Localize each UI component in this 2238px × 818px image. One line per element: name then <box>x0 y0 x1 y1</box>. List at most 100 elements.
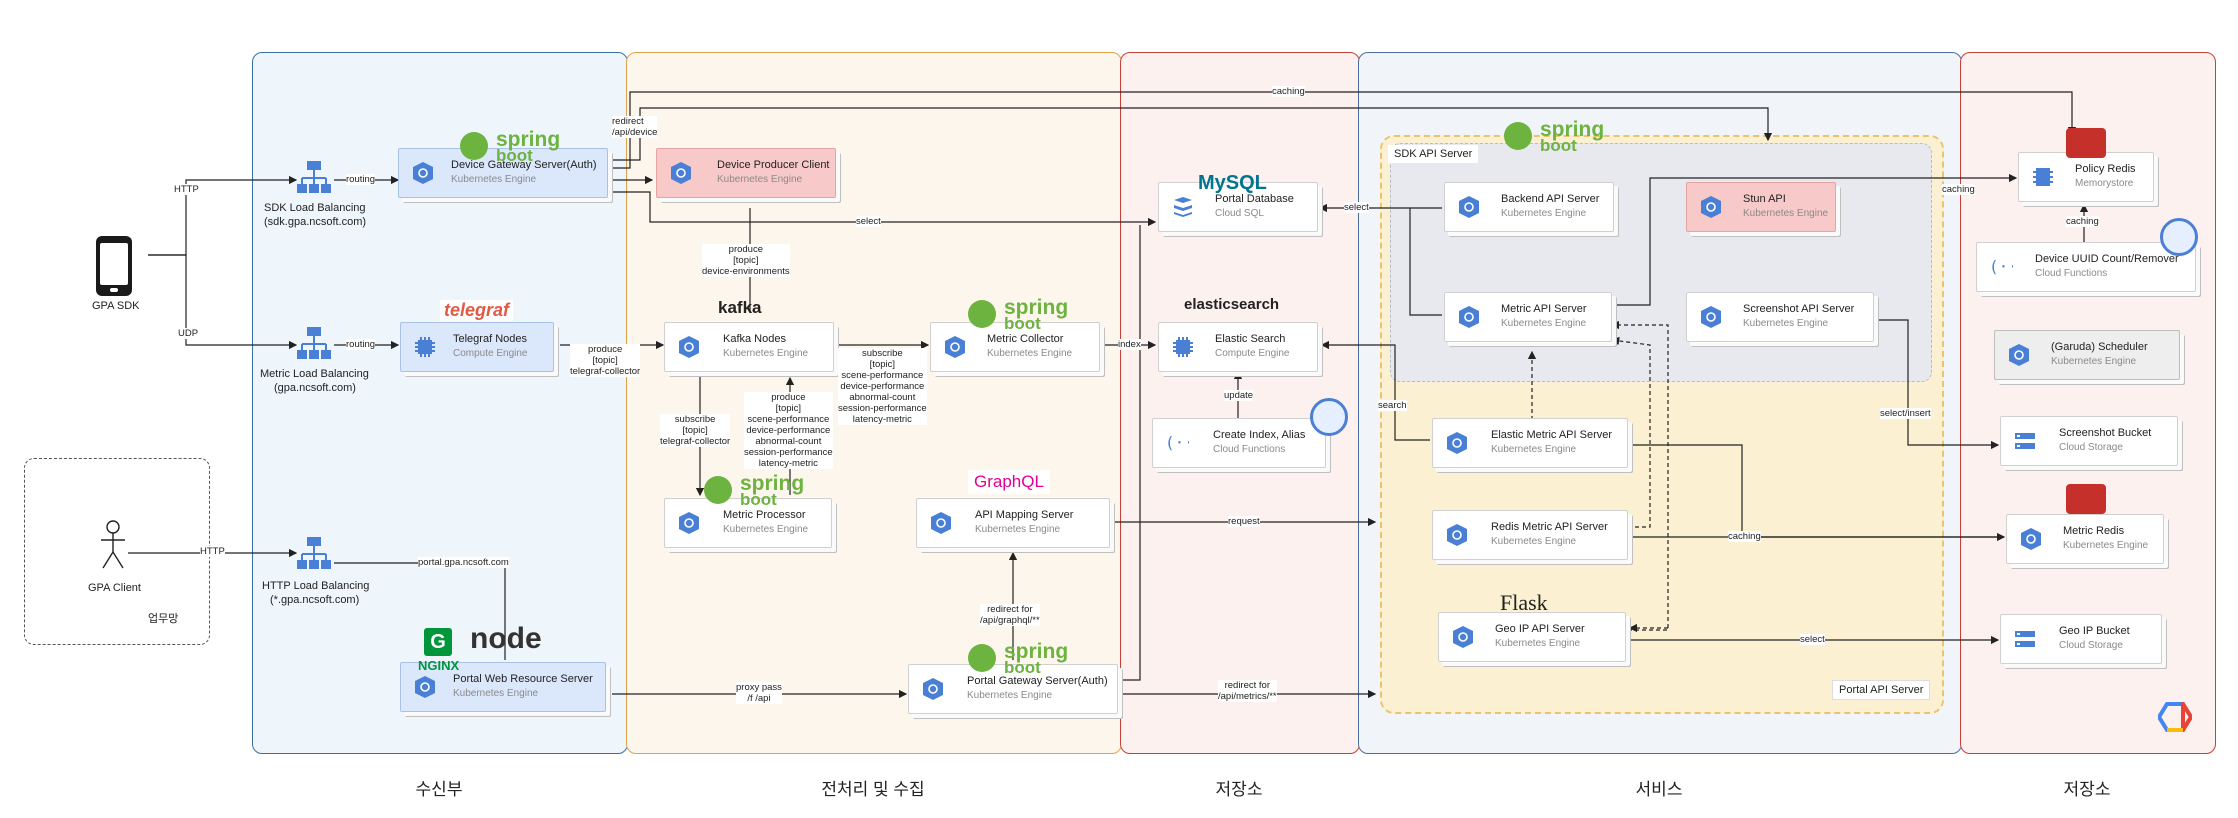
edge-label-search: search <box>1378 400 1407 411</box>
gpa-client-label: GPA Client <box>88 582 141 594</box>
node-subtitle: Kubernetes Engine <box>2051 356 2137 367</box>
gcp-logo-icon <box>2158 702 2192 732</box>
spring-text: spring <box>1004 296 1069 319</box>
node-telegraf[interactable]: Telegraf Nodes Compute Engine <box>400 322 554 372</box>
node-api-mapping[interactable]: API Mapping Server Kubernetes Engine <box>916 498 1110 548</box>
cloud-functions-icon: (··) <box>1989 257 2013 276</box>
node-portal-database[interactable]: Portal Database Cloud SQL <box>1158 182 1318 232</box>
node-subtitle: Kubernetes Engine <box>1743 208 1829 219</box>
node-title: Device Gateway Server(Auth) <box>451 159 597 171</box>
node-title: Portal Database <box>1215 193 1294 205</box>
node-screenshot-api[interactable]: Screenshot API Server Kubernetes Engine <box>1686 292 1874 342</box>
spring-power-icon <box>704 476 732 504</box>
line: redirect for <box>987 604 1033 615</box>
node-device-gateway[interactable]: Device Gateway Server(Auth) Kubernetes E… <box>398 148 608 198</box>
node-title: Elastic Metric API Server <box>1491 429 1613 441</box>
edge-label-proxy-pass: proxy pass /f /api <box>736 682 782 704</box>
node-title: Backend API Server <box>1501 193 1600 205</box>
node-title: Stun API <box>1743 193 1786 205</box>
line: [topic] <box>592 355 618 366</box>
line: [topic] <box>775 403 802 414</box>
business-network-label: 업무망 <box>148 613 179 625</box>
cloud-functions-badge-icon <box>1310 398 1348 436</box>
edge-label-udp: UDP <box>178 328 199 339</box>
line: abnormal-count <box>849 392 916 403</box>
node-subtitle: Kubernetes Engine <box>987 348 1073 359</box>
sdk-lb-domain: (sdk.gpa.ncsoft.com) <box>264 216 367 228</box>
kubernetes-icon <box>671 162 691 184</box>
node-title: Telegraf Nodes <box>453 333 527 345</box>
edge-dashed-geo-metric <box>1610 320 1669 631</box>
cloud-functions-icon: (··) <box>1165 433 1189 452</box>
line: [topic] <box>733 255 759 266</box>
zone-label-service: 서비스 <box>1635 780 1683 799</box>
kubernetes-icon <box>679 512 699 534</box>
node-policy-redis[interactable]: Policy Redis Memorystore <box>2018 152 2154 202</box>
portal-api-server-label: Portal API Server <box>1832 680 1931 700</box>
line: /f /api <box>747 693 771 704</box>
node-subtitle: Compute Engine <box>453 348 528 359</box>
node-subtitle: Compute Engine <box>1215 348 1290 359</box>
elasticsearch-logo: elasticsearch <box>1184 296 1280 313</box>
line: device-performance <box>746 425 831 436</box>
sdk-load-balancer <box>294 158 334 198</box>
edge-label-caching-top: caching <box>1272 86 1305 97</box>
node-portal-gateway[interactable]: Portal Gateway Server(Auth) Kubernetes E… <box>908 664 1118 714</box>
node-screenshot-bucket[interactable]: Screenshot Bucket Cloud Storage <box>2000 416 2178 466</box>
node-kafka[interactable]: Kafka Nodes Kubernetes Engine <box>664 322 834 372</box>
node-subtitle: Kubernetes Engine <box>453 688 539 699</box>
node-stun-api[interactable]: Stun API Kubernetes Engine <box>1686 182 1836 232</box>
node-subtitle: Kubernetes Engine <box>1743 318 1829 329</box>
node-metric-api[interactable]: Metric API Server Kubernetes Engine <box>1444 292 1612 342</box>
edge-gateway-stun <box>610 107 1773 161</box>
node-title: Elastic Search <box>1215 333 1286 345</box>
node-title: Policy Redis <box>2075 163 2136 175</box>
boot-text: boot <box>740 490 777 509</box>
edge-label-produce-metrics: produce [topic] scene-performance device… <box>744 392 833 469</box>
compute-engine-icon <box>1173 337 1193 357</box>
edge-label-caching-right: caching <box>1942 184 1975 195</box>
svg-text:(··): (··) <box>1165 433 1189 452</box>
node-title: Geo IP Bucket <box>2059 625 2130 637</box>
node-metric-redis[interactable]: Metric Redis Kubernetes Engine <box>2006 514 2164 564</box>
edge-elasticmetric-search <box>1320 340 1430 441</box>
boot-text: boot <box>1004 658 1041 677</box>
redis-icon <box>2066 484 2106 514</box>
node-device-uuid[interactable]: (··) Device UUID Count/Remover Cloud Fun… <box>1976 242 2196 292</box>
redis-icon <box>2066 128 2106 158</box>
edge-gateway-db <box>610 191 1157 227</box>
node-subtitle: Kubernetes Engine <box>975 524 1061 535</box>
node-portal-web[interactable]: Portal Web Resource Server Kubernetes En… <box>400 662 606 712</box>
node-subtitle: Kubernetes Engine <box>2063 540 2149 551</box>
node-garuda-scheduler[interactable]: (Garuda) Scheduler Kubernetes Engine <box>1994 330 2180 380</box>
edge-metricapi-db <box>1409 208 1442 316</box>
spring-power-icon <box>1504 122 1532 150</box>
http-lb-name: HTTP Load Balancing <box>262 580 370 592</box>
kubernetes-icon <box>1459 306 1479 328</box>
spring-text: spring <box>1540 118 1605 141</box>
node-create-index[interactable]: (··) Create Index, Alias Cloud Functions <box>1152 418 1326 468</box>
nginx-logo: NGINX <box>418 658 460 673</box>
kubernetes-icon <box>945 336 965 358</box>
line: subscribe <box>862 348 903 359</box>
node-title: (Garuda) Scheduler <box>2051 341 2148 353</box>
node-metric-processor[interactable]: Metric Processor Kubernetes Engine <box>664 498 832 548</box>
node-title: Portal Gateway Server(Auth) <box>967 675 1108 687</box>
node-elastic-metric-api[interactable]: Elastic Metric API Server Kubernetes Eng… <box>1432 418 1628 468</box>
node-redis-metric-api[interactable]: Redis Metric API Server Kubernetes Engin… <box>1432 510 1628 560</box>
node-title: Device Producer Client <box>717 159 830 171</box>
node-elastic-search[interactable]: Elastic Search Compute Engine <box>1158 322 1318 372</box>
node-device-producer[interactable]: Device Producer Client Kubernetes Engine <box>656 148 836 198</box>
line: /api/device <box>612 127 658 138</box>
edge-label-redirect-graphql: redirect for /api/graphql/** <box>980 604 1040 626</box>
node-backend-api[interactable]: Backend API Server Kubernetes Engine <box>1444 182 1614 232</box>
line: subscribe <box>674 414 716 425</box>
node-geo-ip-api[interactable]: Geo IP API Server Kubernetes Engine <box>1438 612 1626 662</box>
node-subtitle: Kubernetes Engine <box>451 174 537 185</box>
node-subtitle: Cloud SQL <box>1215 208 1264 219</box>
boot-text: boot <box>1540 136 1577 155</box>
node-geo-ip-bucket[interactable]: Geo IP Bucket Cloud Storage <box>2000 614 2162 664</box>
node-metric-collector[interactable]: Metric Collector Kubernetes Engine <box>930 322 1100 372</box>
spring-text: spring <box>740 472 805 495</box>
node-title: Metric API Server <box>1501 303 1587 315</box>
